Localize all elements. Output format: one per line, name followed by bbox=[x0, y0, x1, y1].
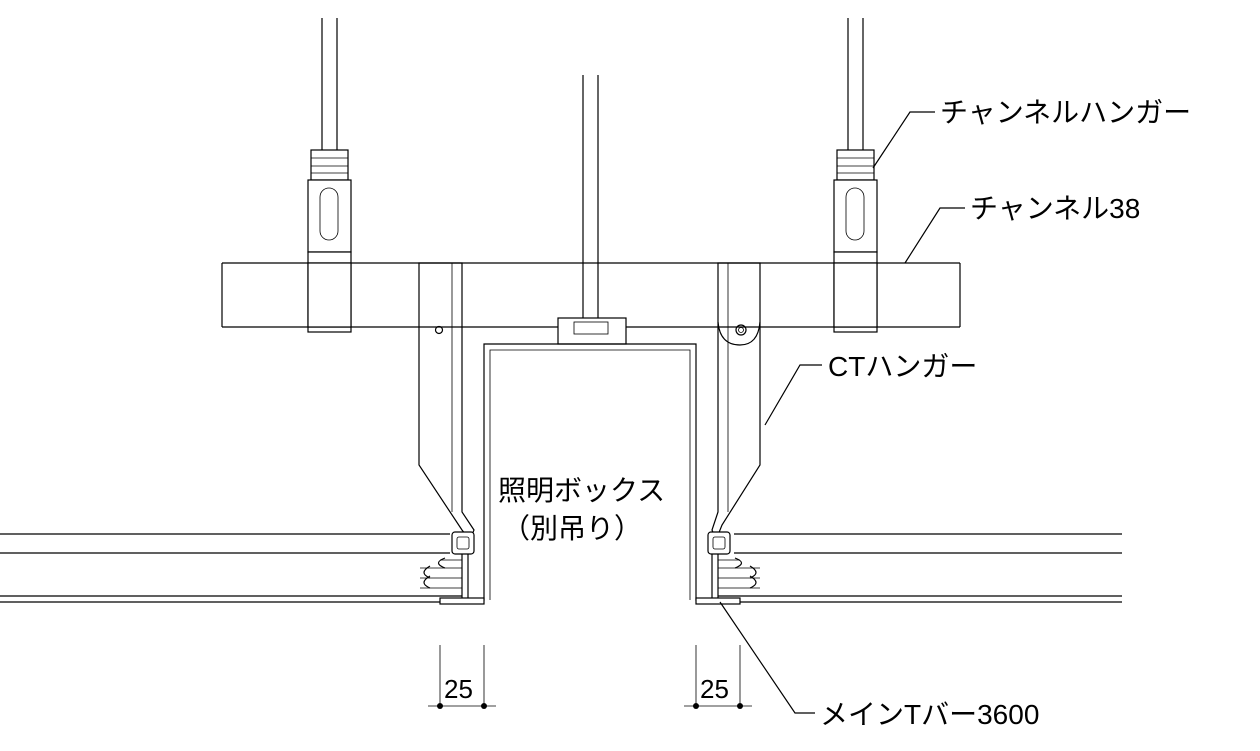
leader-lines bbox=[719, 111, 965, 714]
channel-hanger-label: チャンネルハンガー bbox=[940, 97, 1191, 128]
dimension-right: 25 bbox=[684, 645, 752, 709]
ct-hanger-label: CTハンガー bbox=[828, 351, 977, 382]
dimension-left: 25 bbox=[428, 645, 496, 709]
hanging-bolt-right bbox=[847, 18, 864, 150]
lighting-box-note: （別吊り） bbox=[502, 513, 642, 544]
lighting-box bbox=[462, 343, 718, 601]
main-t-bar-right bbox=[695, 531, 760, 605]
hanging-bolt-center bbox=[582, 75, 599, 320]
channel-38 bbox=[221, 262, 961, 328]
dimension-right-label: 25 bbox=[700, 674, 729, 704]
ct-hanger-right bbox=[711, 262, 761, 542]
ceiling-board-left bbox=[0, 533, 462, 603]
dimension-left-label: 25 bbox=[444, 674, 473, 704]
main-t-bar-label: メインTバー3600 bbox=[820, 699, 1039, 730]
lighting-box-hanger-clip bbox=[557, 317, 627, 345]
main-t-bar-left bbox=[420, 531, 485, 605]
ct-hanger-left bbox=[418, 262, 475, 542]
lighting-box-label: 照明ボックス bbox=[498, 475, 665, 506]
hanging-bolt-left bbox=[321, 18, 338, 150]
ceiling-board-right bbox=[718, 533, 1122, 603]
channel-38-label: チャンネル38 bbox=[970, 193, 1140, 224]
